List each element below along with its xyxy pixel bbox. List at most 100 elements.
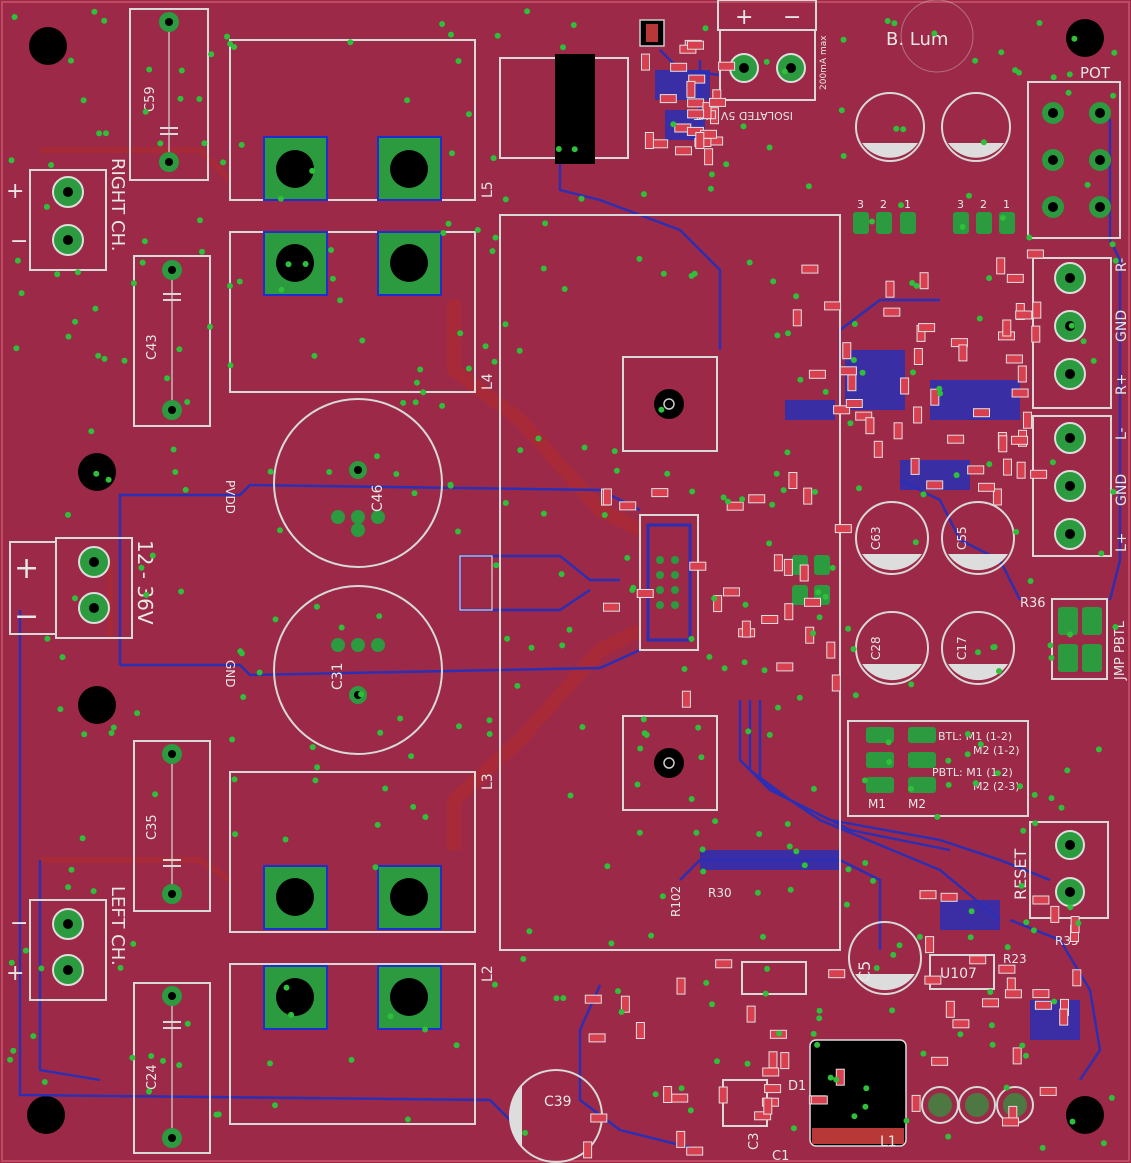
via [937,390,944,397]
smd-component [828,969,846,979]
via [494,32,501,39]
smd-component [651,488,669,498]
via [703,979,710,986]
via [810,1030,817,1037]
inductor-l4 [229,231,476,393]
via [845,625,852,632]
via [417,366,424,373]
via [196,96,203,102]
label-r30: R30 [708,886,732,900]
via [141,238,148,245]
via [540,510,547,517]
label-c43: C43 [145,334,160,360]
pin-3b: 3 [957,198,964,211]
via [347,39,354,46]
via [231,44,238,50]
via [267,1060,273,1067]
smd-component [958,344,968,362]
via [457,330,464,337]
smd-component [930,388,940,406]
via [773,470,780,477]
via [422,1026,429,1033]
via [1030,927,1037,934]
film-cap-c43 [133,255,211,427]
smd-component [940,892,958,902]
label-pvdd: PVDD [223,480,237,514]
via [68,866,75,873]
via [774,332,781,339]
smd-component [686,1146,704,1156]
smd-component [839,366,857,376]
jmp-pbtl-header [1051,598,1108,680]
via [489,248,496,255]
via [659,893,666,900]
smd-component [865,417,875,435]
via [890,951,897,958]
via [48,162,55,168]
via [267,468,274,475]
via [770,278,777,285]
via [634,781,641,788]
via [812,488,818,495]
label-btl-m2: M2 (1-2) [973,744,1020,757]
via [611,448,618,455]
via [998,49,1005,56]
via [762,990,769,997]
via [285,261,292,268]
smd-component [784,603,794,621]
via [170,446,177,453]
via [859,369,866,376]
smd-component [847,374,857,392]
via [702,25,709,32]
via [199,248,205,255]
via [184,399,191,405]
amplifier-ic [639,514,699,651]
via [786,843,793,850]
via [176,1062,183,1069]
via [7,1056,14,1063]
via [822,388,829,395]
via [760,933,766,940]
via [754,889,761,896]
via [256,669,263,676]
smd-component [1002,1117,1019,1127]
via [465,111,472,118]
via [720,494,727,501]
via [636,829,643,836]
via [816,1007,823,1014]
via [766,731,773,738]
via [1071,35,1078,42]
vias [7,8,1119,1151]
via [766,540,773,547]
via [972,57,979,64]
via [65,333,72,340]
via [1110,488,1117,495]
via [711,595,718,602]
via [840,36,847,43]
label-c5: C5 [855,961,874,982]
via [870,877,876,884]
via [900,126,907,133]
bulk-cap-c46 [273,398,443,568]
via [474,227,481,233]
via [142,108,149,115]
via [787,886,794,893]
via [149,552,156,559]
smd-component [919,272,929,290]
via [698,754,705,761]
via [822,593,829,600]
smd-component [845,399,863,408]
via [176,346,183,353]
label-c59: C59 [143,86,158,112]
via [1090,357,1097,364]
via [1004,944,1011,951]
inductor-l1 [809,1039,907,1147]
smd-component [773,554,783,572]
via [664,470,671,477]
smd-component [718,1086,728,1104]
via [810,785,817,792]
smd-component [947,434,965,444]
via [220,159,227,166]
label-power-plus: + [14,551,39,586]
via [232,831,239,838]
